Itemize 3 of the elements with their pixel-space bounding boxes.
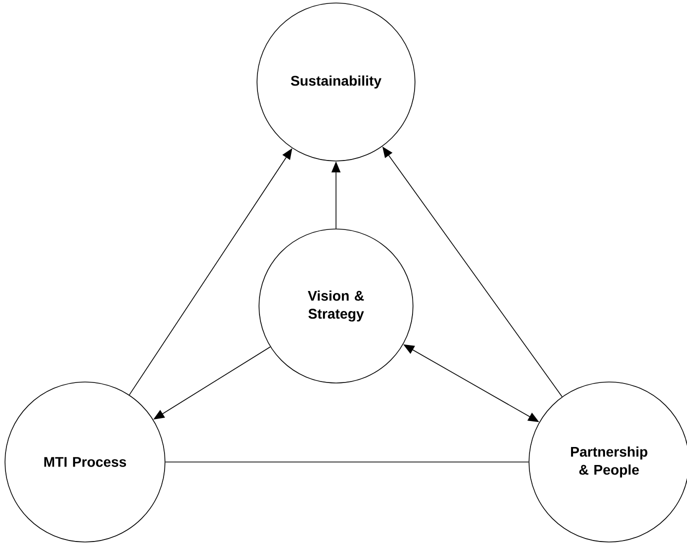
circle-node: MTI Process [4, 382, 166, 542]
circle-node: Vision & Strategy [258, 228, 414, 384]
circle-node: Sustainability [256, 2, 416, 162]
